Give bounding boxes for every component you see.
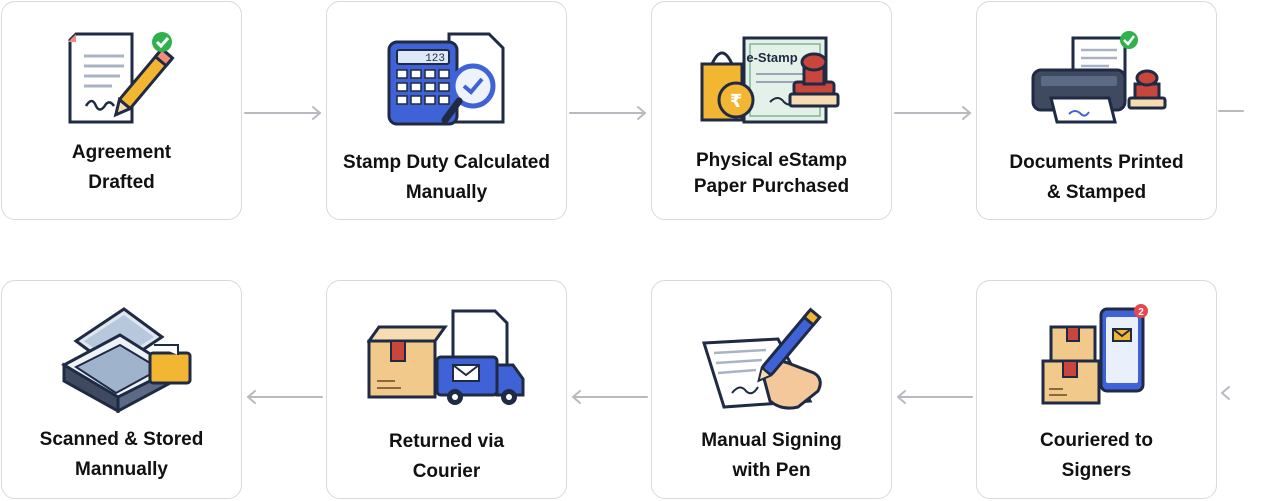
step-label-line-2: Manually: [405, 182, 488, 203]
rupee-coin-symbol: ₹: [730, 91, 743, 111]
step-label-line-1: Agreement: [71, 142, 172, 163]
arrow-4-to-5: [1218, 110, 1244, 400]
boxes-phone-notification-icon: 2: [1041, 304, 1148, 405]
step-card-manual-signing: Manual Signing with Pen: [651, 280, 892, 499]
step-label-line-2: & Stamped: [1046, 182, 1147, 203]
arrow-5-to-6: [897, 390, 973, 404]
step-label-line-2: Mannually: [75, 459, 168, 480]
printer-stamp-icon: [1031, 31, 1167, 124]
step-label-line-1: Couriered to: [1040, 430, 1153, 451]
step-label-line-1: Physical eStamp: [695, 150, 848, 171]
calculator-magnifier-icon: 123: [387, 32, 505, 126]
calculator-display: 123: [425, 53, 445, 65]
step-card-scanned-stored: Scanned & Stored Mannually: [1, 280, 242, 499]
estamp-title: e-Stamp: [746, 50, 797, 65]
notification-badge: 2: [1138, 307, 1144, 318]
arrow-3-to-4: [894, 106, 971, 120]
step-card-couriered: 2 Couriered to Signers: [976, 280, 1217, 499]
step-label-line-1: Manual Signing: [701, 430, 842, 451]
arrow-7-to-8: [247, 390, 323, 404]
step-label-line-1: Stamp Duty Calculated: [343, 152, 550, 173]
step-card-stamp-duty: 123 Stamp Duty Calculated Manually: [326, 1, 567, 220]
step-card-returned-courier: Returned via Courier: [326, 280, 567, 499]
estamp-paper-shopping-bag-icon: e-Stamp ₹: [700, 36, 840, 124]
delivery-truck-boxes-icon: [367, 309, 525, 405]
step-card-agreement-drafted: Agreement Drafted: [1, 1, 242, 220]
step-label-line-1: Scanned & Stored: [39, 429, 204, 450]
step-label-line-1: Documents Printed: [1009, 152, 1184, 173]
scanner-folder-icon: [61, 307, 192, 413]
step-label-line-2: Paper Purchased: [693, 176, 850, 197]
step-label-line-2: with Pen: [732, 460, 811, 481]
arrow-6-to-7: [572, 390, 648, 404]
arrow-2-to-3: [569, 106, 646, 120]
hand-signing-pen-icon: [701, 307, 822, 410]
arrow-1-to-2: [244, 106, 321, 120]
step-label-line-2: Drafted: [88, 172, 155, 193]
agreement-document-pen-icon: [68, 32, 175, 124]
step-label-line-2: Courier: [412, 461, 481, 482]
step-label-line-1: Returned via: [388, 431, 505, 452]
step-card-documents-printed: Documents Printed & Stamped: [976, 1, 1217, 220]
step-label-line-2: Signers: [1061, 460, 1132, 481]
step-card-estamp-purchased: e-Stamp ₹ Physical eStamp Paper Purchase…: [651, 1, 892, 220]
